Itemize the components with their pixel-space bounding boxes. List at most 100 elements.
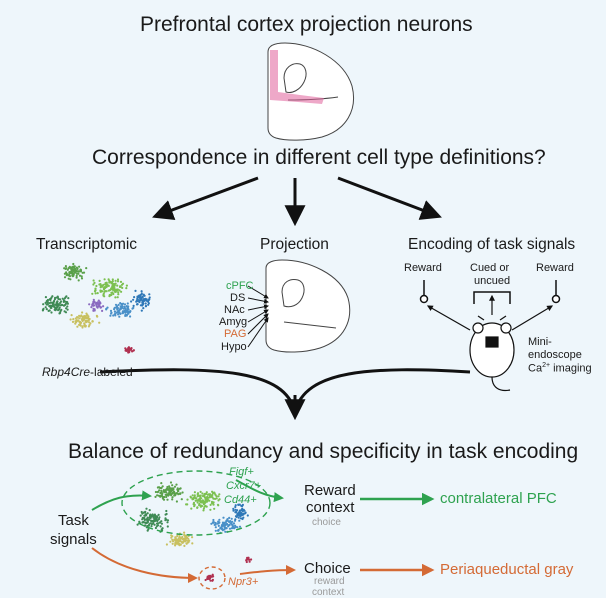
cued-line2: uncued [474, 275, 511, 287]
tsne-dot [113, 310, 116, 313]
tsne-dot [83, 322, 86, 325]
tsne-dot [80, 277, 84, 280]
tsne-dot [179, 487, 182, 490]
orange-to-choice-arrow [239, 565, 296, 576]
tsne-dot [239, 509, 242, 512]
tsne-dot [174, 494, 177, 497]
tsne-dot [189, 495, 192, 498]
tsne-dot [118, 309, 121, 312]
target-hypo: Hypo [221, 341, 247, 353]
tsne-dot [45, 308, 48, 311]
tsne-dot [70, 314, 73, 317]
tsne-dot [246, 514, 249, 517]
tsne-dot [51, 304, 55, 307]
tsne-dot [225, 519, 228, 523]
tsne-dot [165, 493, 168, 497]
tsne-dot [66, 301, 69, 304]
choice-sub1: reward [314, 576, 345, 587]
tsne-dot [106, 306, 109, 309]
tsne-dot [65, 274, 68, 277]
tsne-dot [78, 321, 81, 324]
tsne-dot [119, 280, 123, 283]
tsne-dot [132, 349, 135, 352]
tsne-dot [237, 512, 240, 515]
tsne-dot [116, 296, 119, 299]
tsne-dot [98, 279, 101, 282]
tsne-dot [238, 519, 241, 522]
tsne-dot [96, 301, 99, 304]
tsne-dot [136, 523, 139, 526]
tsne-dot [85, 267, 88, 270]
tsne-dot [248, 558, 251, 561]
tsne-dot [60, 308, 63, 311]
tsne-dot [196, 493, 199, 496]
tsne-dot [78, 314, 81, 317]
tsne-dot [68, 266, 71, 269]
tsne-dot [186, 498, 189, 501]
tsne-dot [239, 517, 242, 520]
tsne-dot [66, 308, 69, 311]
tsne-dot [210, 495, 213, 498]
tsne-dot [115, 305, 118, 308]
tsne-dot [242, 516, 245, 519]
arrow-to-encoding [337, 176, 442, 220]
tsne-dot [210, 522, 213, 525]
tsne-dot [142, 293, 145, 296]
tsne-dot [192, 497, 195, 501]
ca-imaging-label: Ca2+ imaging [528, 362, 592, 375]
tsne-dot [92, 279, 95, 282]
tsne-dot [204, 504, 207, 507]
mini-line1: Mini- [528, 336, 552, 348]
tsne-dot [132, 306, 135, 309]
tsne-dot [148, 298, 151, 301]
tsne-dot [177, 543, 180, 546]
tsne-dot [144, 524, 147, 527]
tsne-dot [159, 491, 162, 495]
tsne-dot [116, 278, 120, 281]
projection-target-arrows [247, 285, 269, 348]
tsne-dot [203, 493, 206, 496]
tsne-dot [160, 494, 163, 497]
tsne-dot [112, 285, 115, 288]
tsne-dot [153, 513, 156, 516]
tsne-dot [217, 499, 220, 502]
tsne-dot [129, 348, 133, 351]
tsne-dot [75, 274, 78, 277]
tsne-dot [102, 305, 105, 308]
tsne-dot [191, 494, 194, 497]
tsne-dot [211, 521, 214, 524]
tsne-dot [174, 536, 177, 539]
tsne-dot [114, 282, 117, 285]
tsne-dot [193, 491, 196, 494]
tsne-dot [69, 278, 72, 281]
tsne-dot [125, 314, 128, 317]
tsne-dot [114, 312, 117, 315]
marker-cd44: Cd44+ [224, 494, 257, 506]
tsne-dot [51, 301, 54, 304]
tsne-dot [193, 505, 196, 508]
tsne-dot [212, 518, 215, 522]
tsne-dot [209, 579, 212, 582]
tsne-dot [180, 498, 183, 501]
tsne-dot [67, 277, 70, 280]
tsne-dot [238, 525, 242, 528]
tsne-dot [175, 500, 178, 503]
tsne-dot [228, 523, 231, 527]
reward-context-line1: Reward [304, 482, 356, 499]
rbp4cre-label: Rbp4Cre-labeled [42, 365, 133, 379]
question-text: Correspondence in different cell type de… [92, 146, 546, 169]
tsne-dot [107, 284, 110, 287]
tsne-dot [108, 279, 111, 282]
tsne-dot [63, 310, 66, 313]
tsne-dot [94, 292, 97, 295]
tsne-dot [124, 309, 127, 312]
tsne-dot [154, 490, 157, 494]
tsne-dot [120, 303, 124, 306]
tsne-dot [102, 283, 105, 286]
tsne-dot [172, 488, 175, 491]
tsne-dot [179, 492, 182, 495]
tsne-dot [107, 289, 110, 292]
tsne-dot [105, 283, 108, 286]
tsne-dot [220, 525, 223, 529]
tsne-dot [145, 514, 148, 517]
